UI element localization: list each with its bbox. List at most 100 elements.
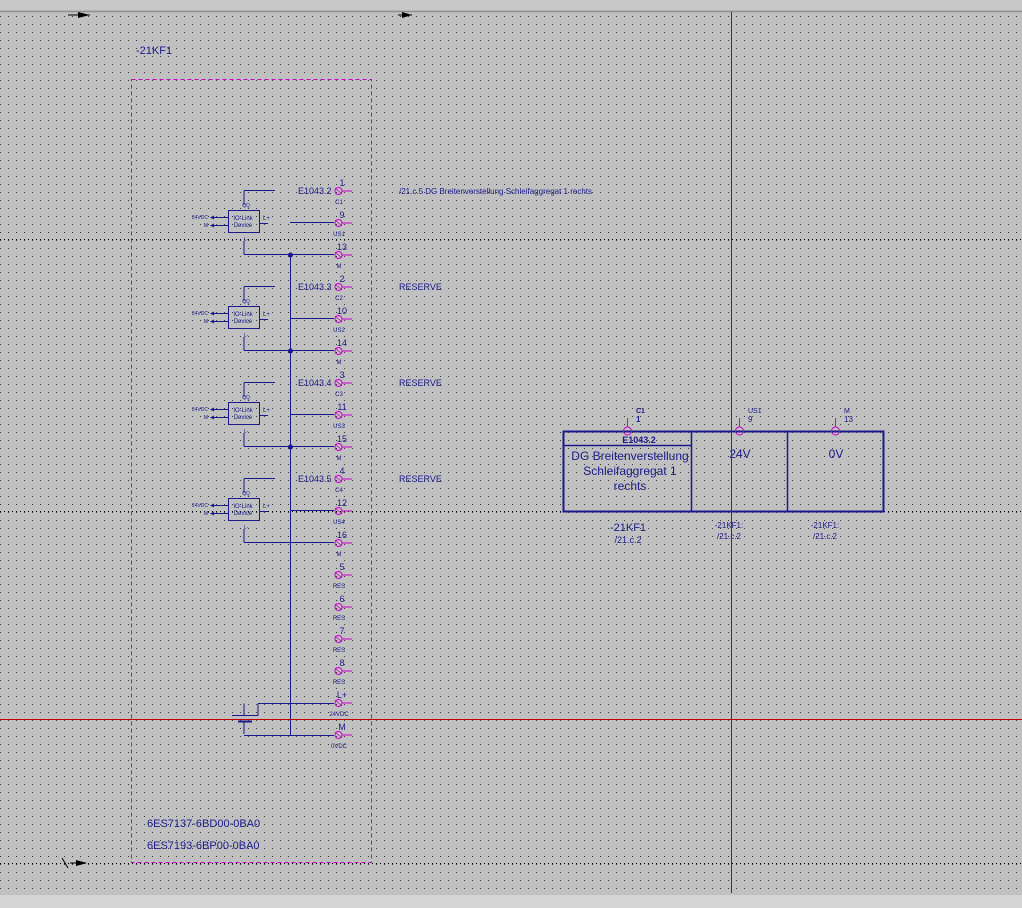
ref-pin-c1[interactable]: C1 1 — [623, 408, 646, 436]
bottom-scrollbar[interactable] — [0, 895, 1022, 908]
iolink-devices: IO-LinkDeviceQQL+L-24VDCMIO-LinkDeviceQQ… — [192, 203, 270, 531]
channel-2-terminal-14[interactable]: 14M — [334, 338, 352, 366]
channel-3-terminal-15[interactable]: 15M — [334, 434, 352, 462]
channel-4-description[interactable]: RESERVE — [399, 474, 442, 484]
channel-2-device-24vdc: 24VDC — [192, 311, 209, 317]
channel-4-device-title-2: Device — [234, 511, 253, 517]
reserve-terminal-6-label: RES — [333, 616, 345, 622]
channel-3-terminal-15-num: 15 — [337, 434, 347, 444]
channel-4-terminal-16-num: 16 — [337, 530, 347, 540]
article-number-2: 6ES7193-6BP00-0BA0 — [147, 840, 260, 852]
page-arrow-top-right — [398, 12, 412, 18]
ref-pin-c1-num: 1 — [636, 415, 641, 424]
ref-xref-page-3[interactable]: /21.c.2 — [813, 532, 838, 541]
channel-2-device-lminus: L- — [244, 333, 249, 339]
channel-1-terminal-1-label: C1 — [335, 200, 343, 206]
ref-pin-m[interactable]: M 13 — [831, 408, 854, 436]
channel-1-terminal-13-num: 13 — [337, 242, 347, 252]
channel-4-device-m: M — [204, 511, 208, 517]
channel-3-terminal-3[interactable]: 3C3 — [334, 370, 352, 398]
channel-3-device-qq: QQ — [242, 395, 250, 401]
page-arrow-top-left — [68, 12, 90, 18]
ref-desc-line-3: rechts — [614, 479, 647, 493]
ref-xref-tag-1[interactable]: -21KF1 — [610, 522, 646, 534]
channel-2-address: E1043.3 — [298, 282, 332, 292]
channel-4-device-24vdc: 24VDC — [192, 503, 209, 509]
channel-4-device-lplus: L+ — [263, 504, 270, 510]
channel-2-device-title-1: IO-Link — [233, 312, 253, 318]
channel-2-terminal-2-num: 2 — [339, 274, 344, 284]
channel-1-device-lminus: L- — [244, 237, 249, 243]
channel-4-terminal-12-num: 12 — [337, 498, 347, 508]
supply-terminal-lplus[interactable]: L+24VDC — [329, 690, 352, 718]
channel-3-device-m: M — [204, 415, 208, 421]
ref-xref-tag-2[interactable]: -21KF1: — [715, 521, 743, 530]
ref-pin-m-label: M — [844, 408, 850, 415]
power-supply-symbol — [232, 706, 259, 734]
channel-4-terminal-12-label: US4 — [333, 520, 345, 526]
channel-3-device-lplus: L+ — [263, 408, 270, 414]
channel-3-terminal-15-label: M — [337, 456, 342, 462]
channel-4-terminal-16-label: M — [337, 552, 342, 558]
reserve-terminal-7-num: 7 — [339, 626, 344, 636]
channel-2-terminal-2[interactable]: 2C2 — [334, 274, 352, 302]
device-tag: -21KF1 — [136, 45, 172, 57]
channel-4-terminal-4-label: C4 — [335, 488, 343, 494]
channel-1-device-24vdc: 24VDC — [192, 215, 209, 221]
channel-2-device-qq: QQ — [242, 299, 250, 305]
reference-block[interactable]: E1043.2 DG Breitenverstellung Schleifagg… — [562, 408, 885, 545]
channel-1-terminal-9-num: 9 — [339, 210, 344, 220]
device-boundary[interactable] — [131, 79, 372, 863]
ref-value-0v: 0V — [829, 447, 844, 461]
channel-3-device-title-2: Device — [234, 415, 253, 421]
channel-2-description[interactable]: RESERVE — [399, 282, 442, 292]
supply-terminal-lplus-num: L+ — [337, 690, 347, 700]
channel-2-device-m: M — [204, 319, 208, 325]
ref-desc-line-1: DG Breitenverstellung — [571, 449, 688, 463]
channel-3-device-lminus: L- — [244, 429, 249, 435]
channel-1-device-title-2: Device — [234, 223, 253, 229]
channel-2-terminal-10-label: US2 — [333, 328, 345, 334]
channel-1-device-m: M — [204, 223, 208, 229]
reserve-terminal-7-label: RES — [333, 648, 345, 654]
page-arrow-bottom — [0, 857, 1022, 869]
channel-1-terminal-1[interactable]: 1C1 — [334, 178, 352, 206]
channel-4-terminal-16[interactable]: 16M — [334, 530, 352, 558]
reserve-terminal-5-num: 5 — [339, 562, 344, 572]
ref-pin-us1[interactable]: US1 9 — [735, 408, 762, 436]
ref-xref-page-2[interactable]: /21.c.2 — [717, 532, 742, 541]
ref-pin-c1-label: C1 — [636, 408, 645, 415]
channel-1-terminal-13[interactable]: 13M — [334, 242, 352, 270]
ref-xref-tag-3[interactable]: -21KF1: — [811, 521, 839, 530]
channel-2-terminal-14-label: M — [337, 360, 342, 366]
channel-4-terminal-4[interactable]: 4C4 — [334, 466, 352, 494]
channel-3-device-24vdc: 24VDC — [192, 407, 209, 413]
channel-1-device-lplus: L+ — [263, 216, 270, 222]
channel-3-terminal-3-label: C3 — [335, 392, 343, 398]
ref-pin-us1-label: US1 — [748, 408, 762, 415]
channel-1-description[interactable]: /21.c.5 DG Breitenverstellung Schleifagg… — [399, 187, 592, 196]
ref-xref-page-1[interactable]: /21.c.2 — [614, 535, 641, 545]
ref-pin-m-num: 13 — [844, 415, 853, 424]
article-number-1: 6ES7137-6BD00-0BA0 — [147, 818, 260, 830]
channel-3-device-title-1: IO-Link — [233, 408, 253, 414]
channel-4-device-qq: QQ — [242, 491, 250, 497]
ref-desc-line-2: Schleifaggregat 1 — [583, 464, 677, 478]
channel-3-description[interactable]: RESERVE — [399, 378, 442, 388]
channel-3-terminal-11-label: US3 — [333, 424, 345, 430]
channel-4-device-lminus: L- — [244, 525, 249, 531]
